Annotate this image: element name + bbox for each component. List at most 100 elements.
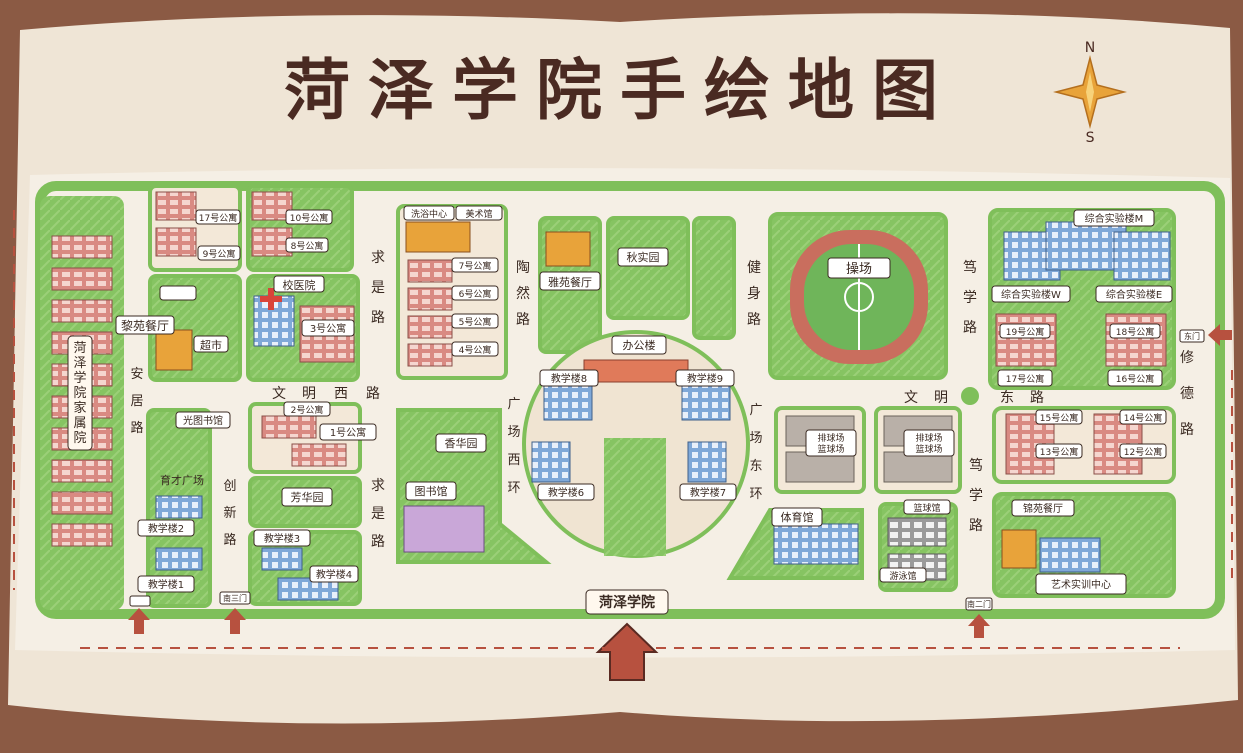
dorm-8-tag [285, 237, 329, 253]
dorm-7-building [407, 259, 453, 283]
road-guangchang-west-label: 广场西环 [507, 397, 520, 496]
dorm-12-label: 12号公寓 [1124, 446, 1162, 458]
teaching-1-tag [137, 575, 195, 593]
dorm-17-tag [195, 209, 241, 225]
dorm-7-tag [451, 257, 499, 273]
office-building [583, 359, 689, 383]
dorm-13-label: 13号公寓 [1040, 446, 1078, 458]
dorm-13-tag [1035, 443, 1083, 459]
dorm-7-label: 7号公寓 [459, 260, 492, 272]
dorm-9-label: 9号公寓 [203, 248, 236, 260]
gym-building [773, 523, 859, 565]
dorm-19-17-buildings [995, 313, 1057, 367]
teaching-6-label: 教学楼6 [548, 486, 584, 499]
road-xiude-label: 修德路 [1180, 350, 1194, 438]
laundry-building [405, 221, 471, 253]
gym-tag [771, 507, 823, 527]
dorm-10-label: 10号公寓 [290, 212, 328, 224]
dorm-3-label: 3号公寓 [310, 322, 346, 335]
swimming-tag [879, 567, 927, 583]
art-center-building [1039, 537, 1101, 573]
dorm-5-tag [451, 313, 499, 329]
dorm-9-building [155, 227, 197, 257]
lab-m-tag [1073, 209, 1155, 227]
lab-w-label: 综合实验楼W [1001, 288, 1061, 301]
lab-m-building [1045, 221, 1127, 271]
dorm-3-tag [301, 319, 355, 337]
family-yard-buildings [51, 235, 113, 547]
li-canteen-tag [115, 315, 175, 335]
dorm-2-tag [283, 401, 331, 417]
teaching-9-tag [675, 369, 735, 387]
dorm-8-building [251, 227, 293, 257]
qiushi-garden-tag [617, 247, 669, 267]
teaching-3-tag [253, 529, 311, 547]
teaching-6-tag [537, 483, 595, 501]
plaza-lawn [604, 438, 666, 556]
library-tag [405, 481, 457, 501]
road-wenming-east-label: 文明东路 [904, 390, 1044, 406]
gate-s3-arrow-icon [224, 608, 246, 634]
art-hall-label: 美术馆 [465, 208, 492, 220]
dorm-5-building [407, 315, 453, 339]
art-center-label: 艺术实训中心 [1051, 578, 1111, 591]
dorm-18-label: 18号公寓 [1116, 326, 1154, 338]
compass-south: S [1086, 130, 1095, 146]
dorm-9-tag [197, 245, 241, 261]
dorm-4-label: 4号公寓 [459, 344, 492, 356]
road-duxue-south-label: 笃学路 [969, 457, 983, 534]
xianghua-tag [435, 433, 487, 453]
teaching-4-label: 教学楼4 [316, 568, 352, 581]
laundry-label: 洗浴中心 [411, 208, 447, 220]
main-gate-arrow-icon [595, 622, 659, 681]
teaching-3-label: 教学楼3 [264, 532, 300, 545]
block-qiushi-garden [606, 216, 690, 320]
basketball-building [887, 517, 947, 547]
teaching-8-label: 教学楼8 [551, 372, 587, 385]
jin-canteen-label: 锦苑餐厅 [1023, 502, 1063, 515]
dorm-18-tag [1109, 323, 1161, 339]
office-label: 办公楼 [623, 338, 656, 352]
dorm-2-building [261, 415, 317, 439]
dorm-1-tag [319, 423, 377, 441]
road-guangchang-east-label: 广场东环 [749, 403, 762, 502]
dorm-19-tag [999, 323, 1051, 339]
gate-e-label: 东门 [1184, 331, 1200, 341]
li-canteen-label: 黎苑餐厅 [121, 318, 169, 333]
road-chuangxin-label: 创新路 [223, 479, 236, 548]
lab-w-tag [991, 285, 1071, 303]
court-1b [785, 451, 855, 483]
dorm-6-building [407, 287, 453, 311]
library-building [403, 505, 485, 553]
road-jianshen-label: 健身路 [747, 260, 761, 328]
hospital-cross-icon [260, 288, 282, 310]
dorm-4-tag [451, 341, 499, 357]
office-mini-tag [159, 285, 197, 301]
teaching-2-building [155, 495, 203, 519]
road-duxue-north-label: 笃学路 [963, 259, 977, 336]
family-yard-label: 菏泽学院家属院 [73, 341, 86, 446]
dorm-18-16-buildings [1105, 313, 1167, 367]
gate-s3-tag [219, 591, 251, 605]
court-2b [883, 451, 953, 483]
road-anju-label: 安居路 [130, 367, 143, 436]
ya-canteen-building [545, 231, 591, 267]
dorm-8-label: 8号公寓 [291, 240, 324, 252]
courts-2-tag [903, 429, 955, 457]
playground-tag [827, 257, 891, 279]
teaching-2-tag [137, 519, 195, 537]
heze-college-label: 菏泽学院 [599, 594, 655, 611]
gate-s2-arrow-icon [968, 614, 990, 638]
art-center-tag [1035, 573, 1127, 595]
dorm-2-label: 2号公寓 [291, 404, 324, 416]
courts-1-label: 排球场篮球场 [817, 432, 844, 455]
teaching-4-tag [309, 565, 359, 583]
dorm-10-building [251, 191, 293, 221]
dorm-10-tag [285, 209, 333, 225]
compass-icon: N S [1053, 40, 1127, 146]
fanghua-label: 芳华园 [291, 490, 324, 504]
dorm-19-label: 19号公寓 [1006, 326, 1044, 338]
dorm-16-label: 16号公寓 [1116, 373, 1154, 385]
bookstore-tag [175, 411, 231, 429]
